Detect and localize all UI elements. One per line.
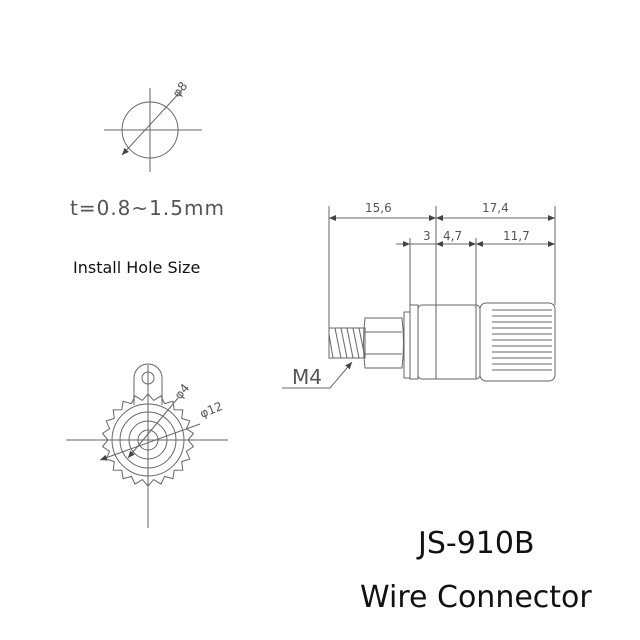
install-hole-view: φ8 [104, 79, 202, 172]
dimension-labels: 15,6 17,4 3 4,7 11,7 [365, 201, 530, 243]
thread-lines [328, 327, 366, 359]
dim-label-overall-stud: 15,6 [365, 201, 392, 215]
model-number: JS-910B [418, 526, 535, 561]
thread-label: M4 [292, 365, 322, 389]
product-name: Wire Connector [360, 580, 592, 615]
dim-label-cap: 11,7 [503, 229, 530, 243]
thickness-label: t=0.8~1.5mm [70, 196, 225, 220]
front-view: φ4 φ12 [66, 363, 228, 528]
thread-leader [282, 361, 353, 389]
knurled-cap [479, 302, 556, 382]
inner-diameter-label: φ4 [172, 381, 193, 402]
hole-diameter-leader [121, 89, 183, 156]
dim-label-overall-body: 17,4 [482, 201, 509, 215]
dim-label-shoulder: 4,7 [443, 229, 462, 243]
install-hole-caption: Install Hole Size [73, 258, 201, 277]
dim-label-washer: 3 [423, 229, 431, 243]
hole-diameter-label: φ8 [170, 79, 191, 100]
panel-washer [409, 304, 419, 380]
inner-diameter-leader [127, 397, 179, 459]
connector-body [417, 304, 481, 380]
knurl-lines [492, 309, 552, 371]
side-view [282, 206, 556, 389]
hex-nut [363, 317, 404, 369]
lug-washer [403, 311, 411, 379]
solder-lug [133, 363, 163, 405]
outer-diameter-label: φ12 [198, 399, 225, 421]
outer-diameter-leader [99, 423, 201, 461]
